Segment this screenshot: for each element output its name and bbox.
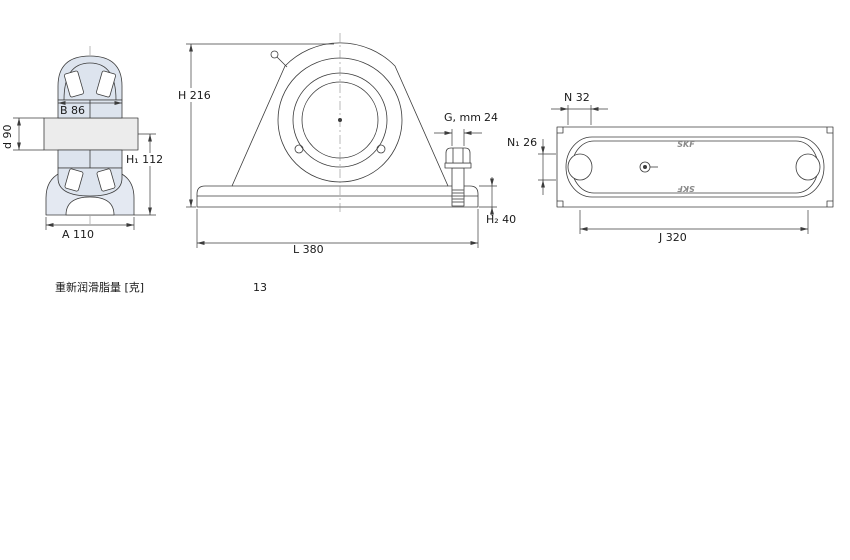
dimension-J-label: J 320: [658, 231, 687, 244]
bolt-shank: [451, 167, 465, 207]
upper-rollers: [64, 70, 116, 98]
lower-rollers: [64, 168, 116, 192]
dimension-J: J 320: [579, 210, 809, 244]
shaft-section: [43, 117, 139, 151]
dimension-H-label: H 216: [178, 89, 211, 102]
corner-mark: [557, 127, 564, 134]
dimension-N1: N₁ 26: [507, 136, 556, 195]
screw-hole-left: [294, 144, 304, 154]
skf-logo-top: SKF: [677, 140, 695, 149]
side-view: B 86 d 90 H₁ 112 A 110: [1, 46, 165, 241]
dimension-d-label: d 90: [1, 125, 14, 149]
dimension-L: L 380: [196, 209, 479, 256]
dimension-N-label: N 32: [564, 91, 590, 104]
dimension-N: N 32: [551, 91, 608, 125]
dimension-H2: H₂ 40: [479, 177, 516, 226]
dimension-A-label: A 110: [62, 228, 94, 241]
corner-mark: [557, 200, 564, 207]
top-view: SKF SKF N 32 N₁ 26 J 320: [507, 91, 834, 244]
grease-quantity-value: 13: [253, 281, 267, 294]
corner-mark: [826, 127, 833, 134]
dimension-G-label: G, mm: [444, 111, 481, 124]
dimension-H1: H₁ 112: [123, 133, 165, 216]
skf-logo-bottom: SKF: [677, 184, 695, 193]
screw-hole-right: [376, 144, 386, 154]
roller: [96, 168, 116, 192]
dimension-H1-label: H₁ 112: [126, 153, 163, 166]
dimension-H2-label: H₂ 40: [486, 213, 516, 226]
bolt-hole-right: [795, 153, 821, 181]
housing-top-outline: [565, 136, 825, 198]
grease-fitting-top: [639, 161, 658, 173]
roller: [96, 70, 116, 98]
mounting-bolt: [444, 147, 472, 207]
grease-quantity-label: 重新润滑脂量 [克]: [55, 280, 144, 294]
dimension-H: H 216: [175, 43, 334, 208]
dimension-B-label: B 86: [60, 104, 85, 117]
spec-row: 重新润滑脂量 [克] 13: [55, 280, 267, 294]
bolt-hole-left: [567, 153, 593, 181]
dimension-L-label: L 380: [293, 243, 324, 256]
center-dot: [338, 118, 342, 122]
front-view: H 216 G, mm 24 H₂ 40 L 380: [175, 33, 516, 256]
dimension-G: G, mm 24: [434, 111, 498, 146]
dimension-G-value: 24: [484, 111, 498, 124]
dimension-A: A 110: [45, 217, 135, 241]
roller: [64, 70, 84, 98]
dimension-B: B 86: [58, 100, 122, 117]
base-arch-cutout: [65, 196, 115, 216]
bolt-washer: [444, 162, 472, 169]
grease-fitting: [270, 50, 288, 68]
dimension-d: d 90: [1, 117, 44, 151]
corner-mark: [826, 200, 833, 207]
housing-top-inner-contour: [571, 140, 819, 194]
dimension-N1-label: N₁ 26: [507, 136, 537, 149]
bolt-hex-head: [445, 147, 471, 164]
roller: [64, 168, 84, 192]
